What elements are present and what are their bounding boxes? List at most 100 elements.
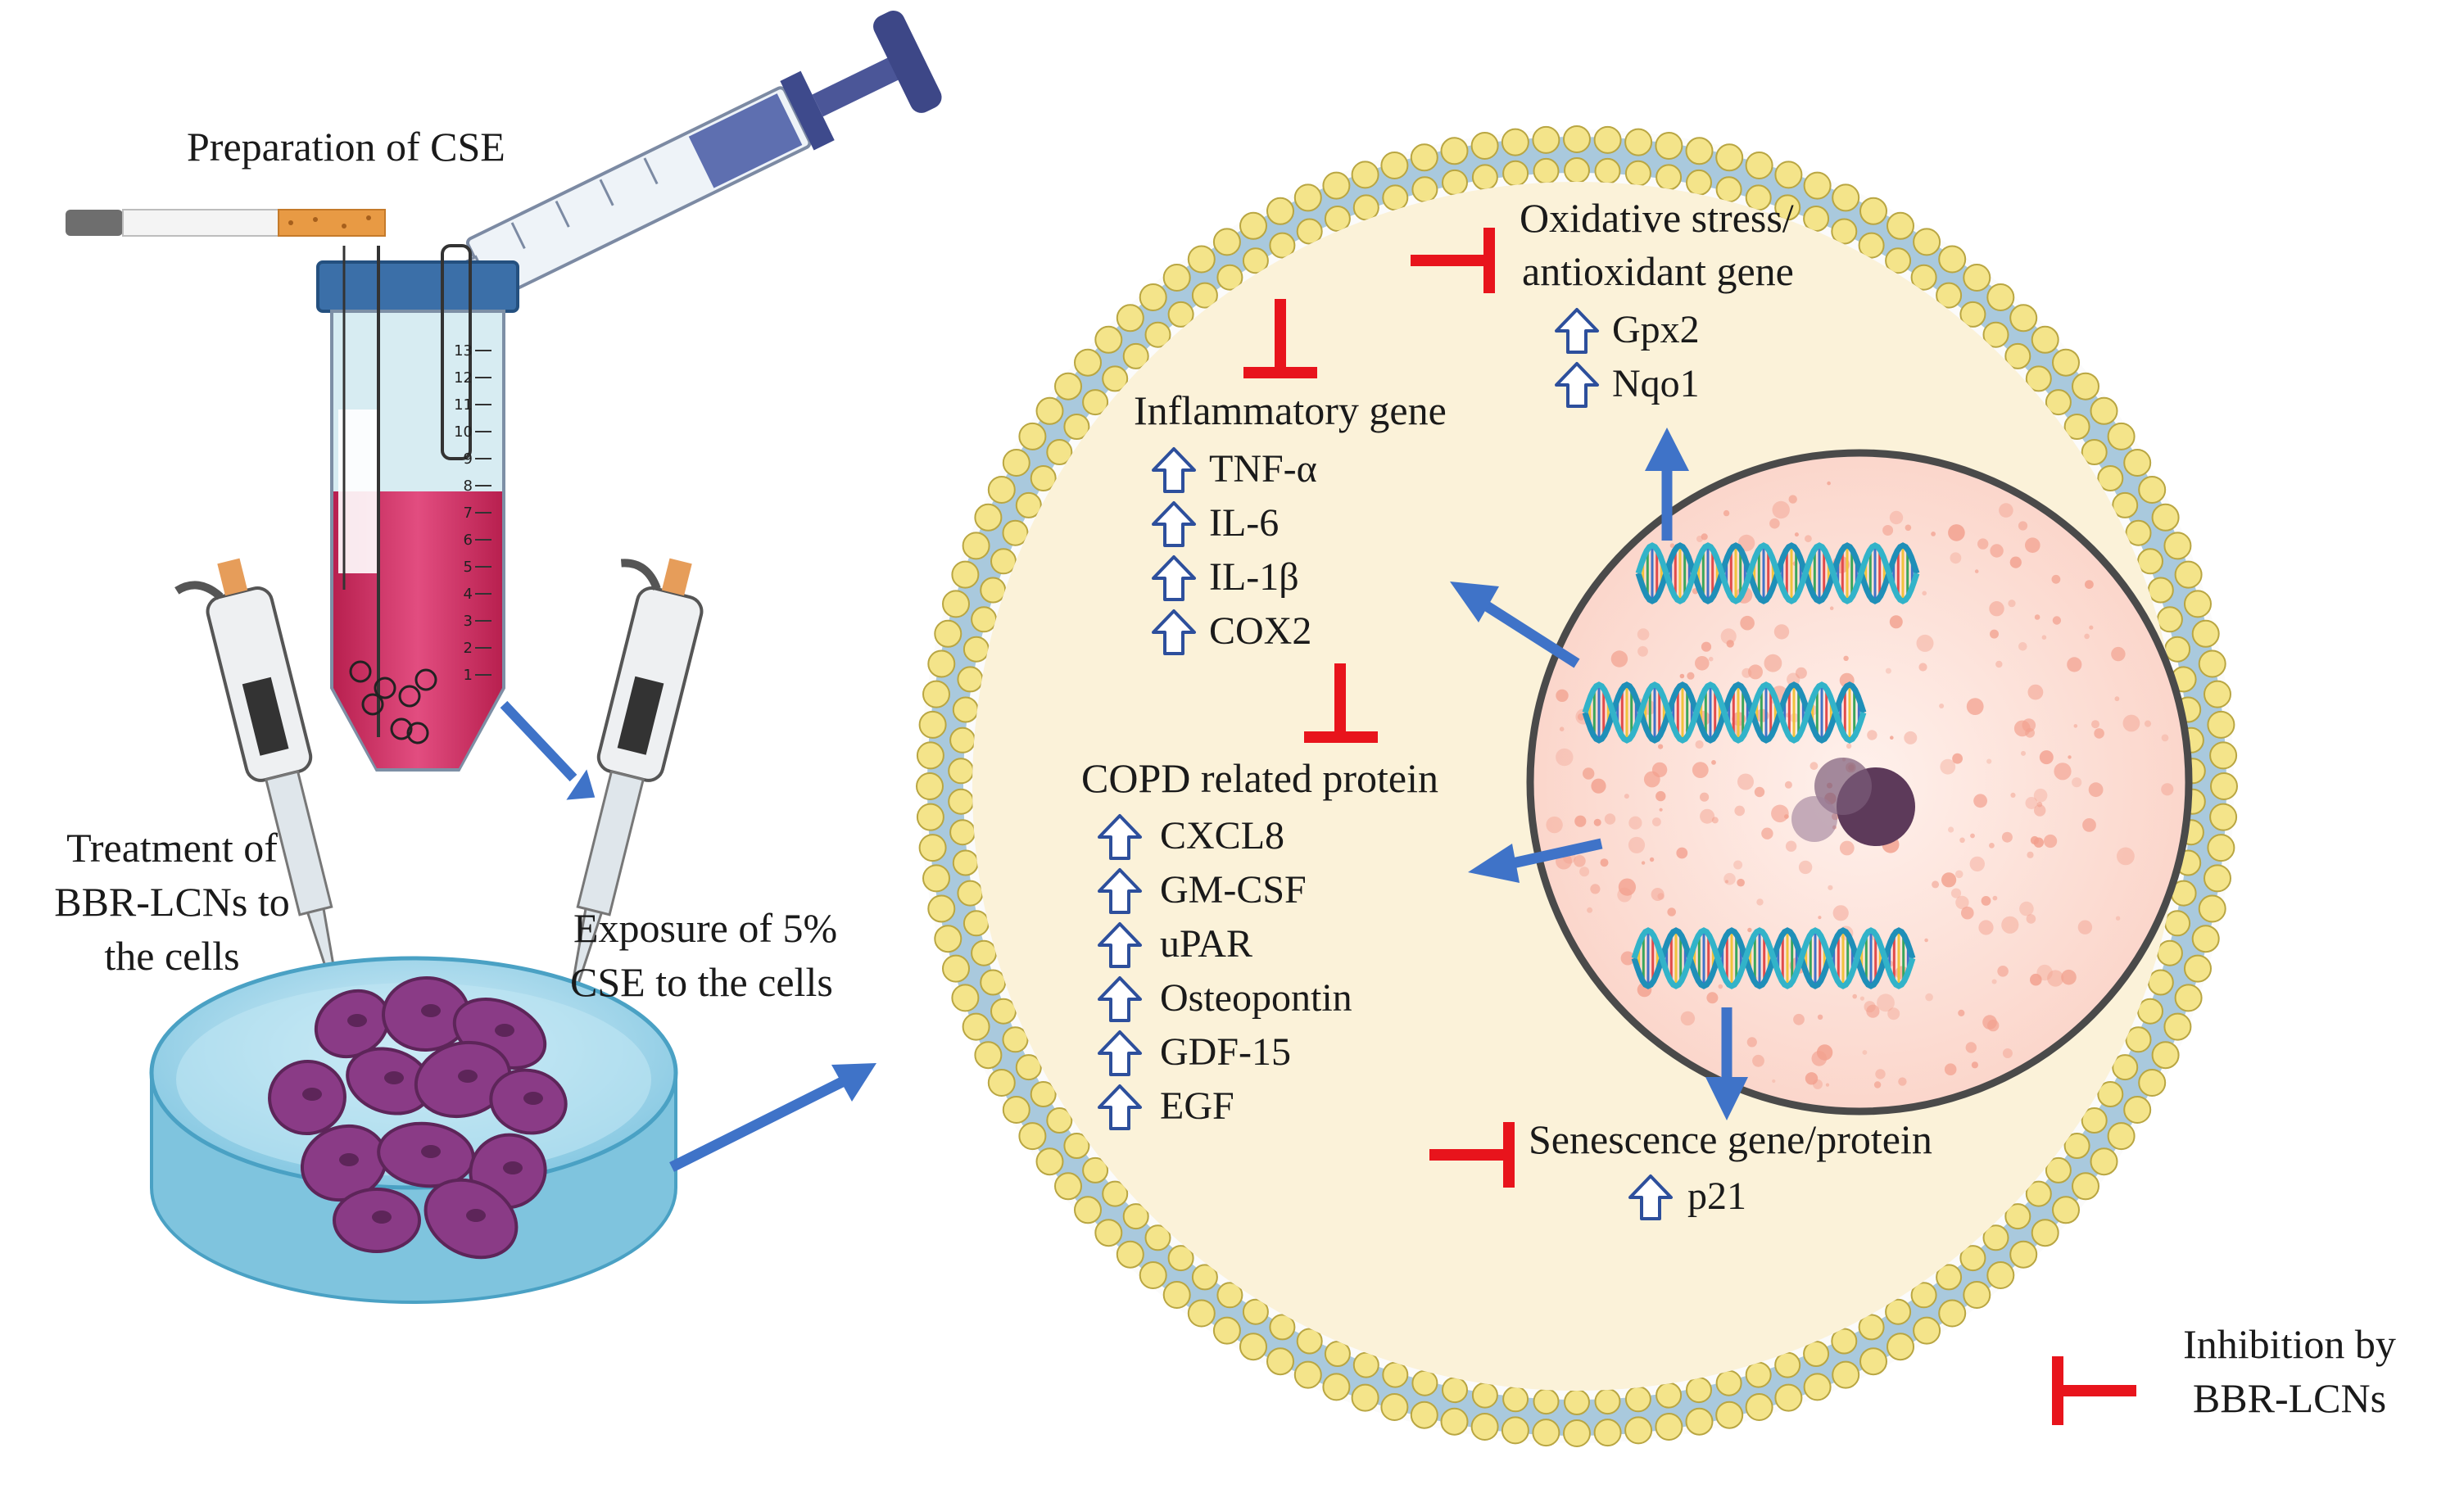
lipid-head [2090, 396, 2118, 425]
lipid-head [1803, 1341, 1830, 1367]
lipid-head [1187, 245, 1216, 274]
legend: Inhibition by BBR-LCNs [2052, 1321, 2396, 1425]
lipid-head [1167, 301, 1194, 328]
protein-gdf-15: GDF-15 [1160, 1030, 1291, 1074]
lipid-head [2204, 680, 2231, 708]
lipid-head [1411, 176, 1438, 203]
lipid-head [922, 864, 950, 893]
lipid-head [1324, 206, 1351, 232]
lipid-head [1296, 1328, 1323, 1355]
lipid-head [1380, 152, 1409, 179]
gene-tnf-alpha: TNF-α [1209, 447, 1317, 491]
tube-scale-number: 5 [464, 559, 473, 576]
treatment-label-line2: BBR-LCNs to [54, 879, 290, 925]
lipid-head [1656, 164, 1683, 191]
lipid-head [1191, 282, 1218, 309]
lipid-head [1030, 465, 1057, 491]
senescence-title: Senescence gene/protein [1529, 1116, 1932, 1162]
lipid-head [1858, 1314, 1885, 1341]
lipid-head [971, 939, 998, 966]
arrow-to-copd [1468, 838, 1603, 883]
lipid-head [1440, 1407, 1469, 1436]
lipid-head [1471, 1382, 1498, 1409]
lipid-head [1938, 1299, 1967, 1328]
gene-il-1beta: IL-1β [1209, 555, 1299, 599]
lipid-head [1533, 157, 1560, 184]
preparation-label: Preparation of CSE [187, 124, 505, 170]
lipid-head [1293, 183, 1322, 212]
tube-scale-number: 1 [464, 667, 473, 684]
lipid-head [990, 548, 1017, 575]
lipid-head [974, 1041, 1003, 1070]
lipid-head [942, 954, 970, 983]
lipid-head [1102, 365, 1129, 392]
tube-scale-number: 4 [464, 586, 473, 603]
lipid-head [1886, 211, 1914, 240]
lipid-head [927, 894, 956, 923]
lipid-head [1502, 160, 1529, 187]
lipid-head [1982, 321, 2009, 348]
lipid-head [1082, 1156, 1109, 1183]
lipid-head [951, 560, 980, 589]
lipid-head [1352, 1351, 1379, 1378]
nucleus [1526, 449, 2193, 1116]
inhibition-icon-copd [1304, 663, 1378, 743]
inhibition-icon-oxidative [1411, 228, 1495, 293]
lipid-head [2107, 422, 2136, 450]
tube-scale-number: 7 [464, 505, 473, 522]
lipid-head [1035, 1147, 1064, 1176]
lipid-head [1593, 125, 1622, 154]
lipid-head [1563, 125, 1591, 153]
lipid-head [1831, 1328, 1858, 1355]
lipid-head [2204, 864, 2231, 893]
lipid-head [922, 680, 950, 708]
lipid-head [1655, 1413, 1683, 1441]
lipid-head [1774, 161, 1803, 189]
dna-strand [1582, 681, 1867, 744]
lipid-head [2004, 342, 2031, 369]
lipid-head [1030, 1081, 1057, 1107]
lipid-head [2198, 894, 2226, 923]
inhibition-icon-senescence [1429, 1122, 1515, 1188]
lipid-head [948, 788, 975, 815]
lipid-head [2123, 449, 2152, 477]
lipid-head [1885, 247, 1912, 274]
lipid-head [2151, 503, 2180, 532]
lipid-head [2209, 741, 2238, 770]
lipid-head [1352, 194, 1379, 221]
lipid-head [1774, 1351, 1801, 1378]
lipid-head [1015, 491, 1042, 518]
lipid-head [1564, 157, 1590, 183]
lipid-head [1885, 1298, 1912, 1325]
lipid-head [949, 726, 976, 754]
lipid-head [2191, 619, 2220, 648]
lipid-head [1715, 143, 1744, 172]
lipid-head [1239, 211, 1267, 240]
lipid-head [1269, 232, 1296, 259]
lipid-head [1242, 1298, 1269, 1325]
lipid-head [916, 741, 944, 770]
inhibition-legend-icon [2052, 1356, 2136, 1425]
lipid-head [2207, 710, 2235, 739]
lipid-head [1351, 161, 1379, 189]
lipid-head [1936, 282, 1963, 309]
dna-strand [1631, 927, 1916, 989]
lipid-head [951, 984, 980, 1012]
lipid-head [957, 880, 984, 907]
lipid-head [2025, 365, 2052, 392]
lipid-head [1269, 1314, 1296, 1341]
lipid-head [1212, 228, 1241, 256]
lipid-head [2090, 1147, 2118, 1176]
lipid-head [1594, 157, 1621, 184]
lipid-head [2009, 304, 2038, 333]
tube-scale-number: 2 [464, 640, 473, 657]
lipid-head [2081, 439, 2108, 465]
gene-il-6: IL-6 [1209, 501, 1279, 545]
tube-scale-number: 13 [454, 342, 473, 360]
lipid-head [1382, 1361, 1409, 1388]
lipid-head [1986, 1261, 2015, 1289]
lipid-head [1212, 1316, 1241, 1345]
lipid-head [1410, 1401, 1438, 1429]
lipid-head [1832, 183, 1860, 212]
